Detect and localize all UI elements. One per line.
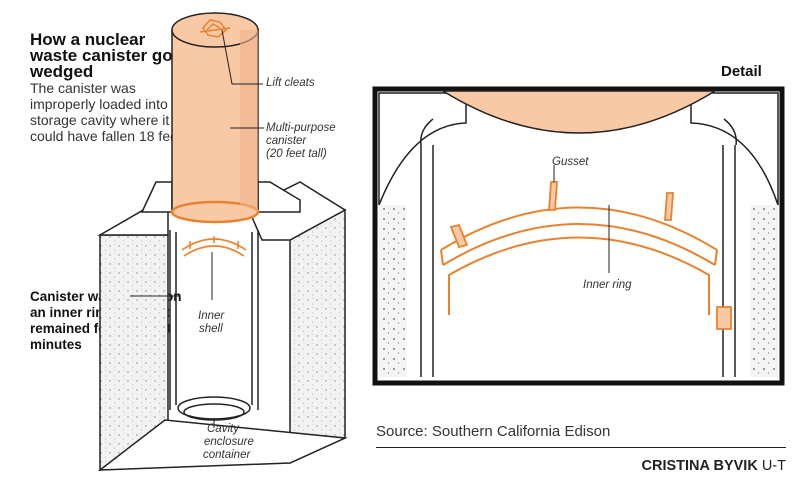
graphic-title: How a nuclear waste canister got wedged (30, 30, 179, 81)
detail-inner-ring (440, 206, 718, 315)
detail-gussets (449, 181, 732, 330)
label-canister-line1: Multi-purpose (266, 122, 336, 134)
detail-title: Detail (721, 63, 762, 80)
label-inner-shell-line2: shell (199, 323, 223, 335)
label-canister-line2: canister (266, 135, 307, 147)
label-cavity-line3: container (203, 449, 251, 461)
leader-lift-cleats (221, 29, 263, 85)
detail-canister-bottom (440, 90, 718, 134)
label-cavity-line2: enclosure (204, 436, 254, 448)
label-canister-line3: (20 feet tall) (266, 148, 327, 160)
detail-arch-right (690, 92, 779, 206)
inner-shell-walls (169, 230, 259, 410)
inner-ring (181, 236, 247, 257)
collar-left (140, 181, 173, 213)
detail-concrete-left (379, 205, 407, 377)
footer-rule (376, 447, 786, 448)
source-text: Source: Southern California Edison (376, 423, 611, 440)
credit-name: CRISTINA BYVIK (641, 458, 758, 474)
label-inner-shell-line1: Inner (198, 310, 225, 322)
label-cavity-line1: Cavity (207, 423, 239, 435)
detail-shell-walls (420, 145, 736, 377)
detail-frame (372, 86, 785, 386)
concrete-block-right-face (289, 208, 346, 465)
credit-org: U-T (761, 458, 786, 474)
label-inner-ring: Inner ring (583, 279, 632, 291)
canister-shadow (240, 30, 258, 212)
detail-panel (372, 86, 785, 386)
cavity-enclosure-container (177, 396, 251, 421)
floor-slab (97, 419, 348, 471)
lift-cleats-icon (199, 19, 231, 38)
label-lift-cleats: Lift cleats (266, 77, 315, 89)
intro-text: The canister was improperly loaded into … (30, 80, 192, 144)
label-gusset: Gusset (552, 156, 589, 168)
credit-line: CRISTINA BYVIK U-T (642, 458, 786, 474)
detail-concrete-right (750, 205, 778, 377)
